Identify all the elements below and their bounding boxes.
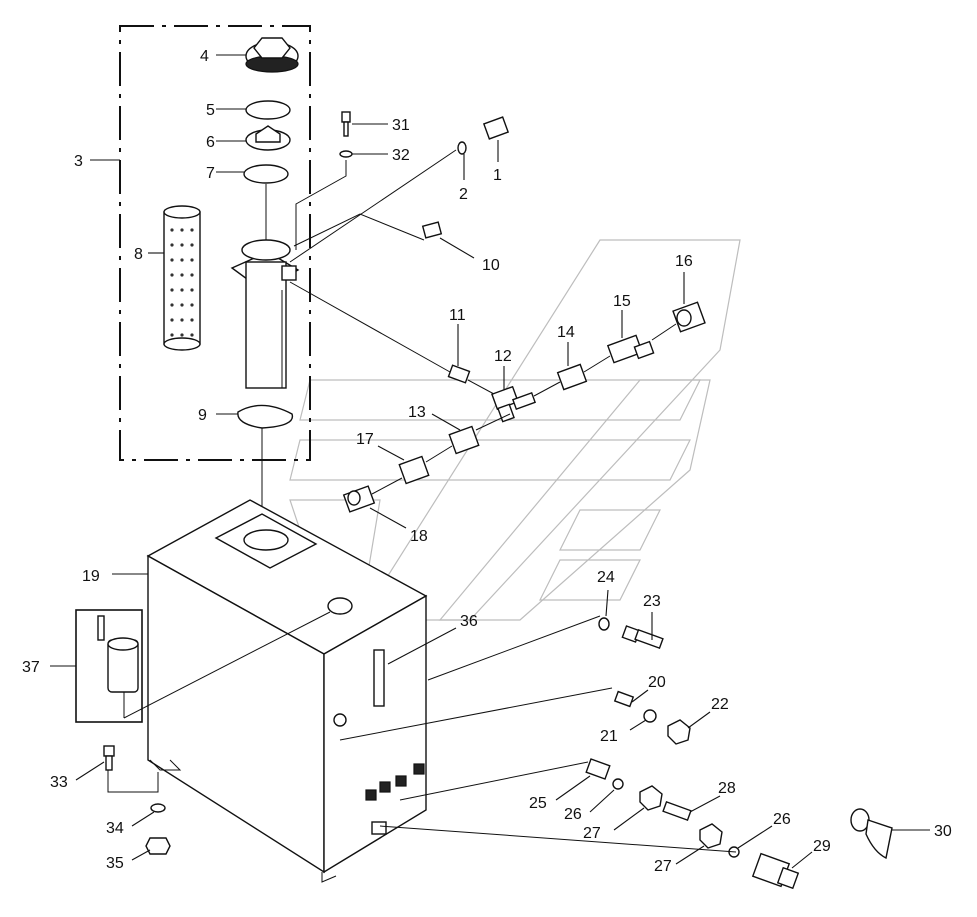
callout-15: 15: [613, 293, 631, 310]
dust-cap-part-30: [850, 808, 930, 860]
callout-18: 18: [410, 528, 428, 545]
callout-23: 23: [643, 593, 661, 610]
callout-11: 11: [449, 307, 466, 324]
watermark-logo: [289, 239, 741, 621]
callout-29: 29: [813, 838, 831, 855]
fitting-part-11: [447, 324, 471, 384]
tube-part-28: [662, 795, 721, 822]
callout-6: 6: [206, 134, 215, 151]
coupler-part-29: [379, 825, 813, 890]
pressure-sender-part: [482, 116, 510, 162]
seal-part-21: [629, 709, 657, 731]
washer-part-32: [295, 150, 388, 250]
callout-31: 31: [392, 117, 410, 134]
cap-nut-part-22: [667, 711, 711, 745]
callout-33: 33: [50, 774, 68, 791]
o-ring-part-5: [216, 100, 291, 120]
fitting-part-20: [339, 687, 649, 741]
callout-17: 17: [356, 431, 374, 448]
bolt-part-33: [75, 745, 159, 793]
elbow-fitting-part-18: [342, 477, 407, 529]
callout-20: 20: [648, 674, 666, 691]
bolt-part-31: [341, 111, 388, 137]
callout-5: 5: [206, 102, 215, 119]
elbow-fitting-part-16: [651, 272, 706, 341]
nut-part-35: [131, 837, 171, 861]
tee-fitting-part-12: [467, 366, 537, 423]
washer-part-34: [131, 803, 166, 827]
seal-ring-part-24: [427, 589, 610, 681]
filler-cap-part: [216, 37, 299, 73]
callout-3: 3: [74, 153, 83, 170]
callout-30: 30: [934, 823, 952, 840]
callout-32: 32: [392, 147, 410, 164]
callout-27b: 27: [654, 858, 672, 875]
filter-assembly-group-box: [90, 25, 311, 461]
callout-1: 1: [493, 167, 502, 184]
filter-element-part: [148, 205, 201, 351]
strainer-plate-part: [216, 125, 291, 151]
adapter-part-14: [533, 342, 588, 397]
seal-part-26a: [589, 778, 624, 813]
callout-2: 2: [459, 186, 468, 203]
callout-labels: 4 5 6 7 3 8 9 31 32 2 1 10 11 12 13 14 1…: [22, 48, 952, 875]
fitting-part-25: [399, 758, 611, 801]
adapter-part-17: [377, 445, 453, 485]
callout-26b: 26: [773, 811, 791, 828]
plug-part-10: [293, 213, 475, 259]
callout-13: 13: [408, 404, 426, 421]
callout-7: 7: [206, 165, 215, 182]
line-housing-to-fittings: [289, 281, 451, 373]
seal-ring-part-2: [289, 141, 467, 263]
hydraulic-tank-part: [112, 499, 428, 883]
callout-28: 28: [718, 780, 736, 797]
nut-part-27a: [613, 785, 663, 831]
callout-34: 34: [106, 820, 124, 837]
callout-9: 9: [198, 407, 207, 424]
callout-22: 22: [711, 696, 729, 713]
o-ring-part-7: [216, 164, 289, 184]
callout-36: 36: [460, 613, 478, 630]
callout-26a: 26: [564, 806, 582, 823]
callout-12: 12: [494, 348, 512, 365]
callout-8: 8: [134, 246, 143, 263]
callout-14: 14: [557, 324, 575, 341]
callout-16: 16: [675, 253, 693, 270]
callout-37: 37: [22, 659, 40, 676]
breather-group-part-37: [50, 609, 331, 723]
callout-27a: 27: [583, 825, 601, 842]
callout-19: 19: [82, 568, 100, 585]
callout-21: 21: [600, 728, 618, 745]
callout-4: 4: [200, 48, 209, 65]
callout-35: 35: [106, 855, 124, 872]
adapter-part-13: [431, 413, 511, 455]
callout-25: 25: [529, 795, 547, 812]
filter-housing-part: [230, 184, 300, 389]
nut-part-27b: [675, 823, 723, 865]
leader-36: [387, 627, 457, 665]
hose-fitting-part-23: [621, 612, 664, 650]
tee-fitting-part-15: [583, 310, 655, 373]
callout-10: 10: [482, 257, 500, 274]
gasket-part: [216, 404, 294, 530]
callout-24: 24: [597, 569, 615, 586]
